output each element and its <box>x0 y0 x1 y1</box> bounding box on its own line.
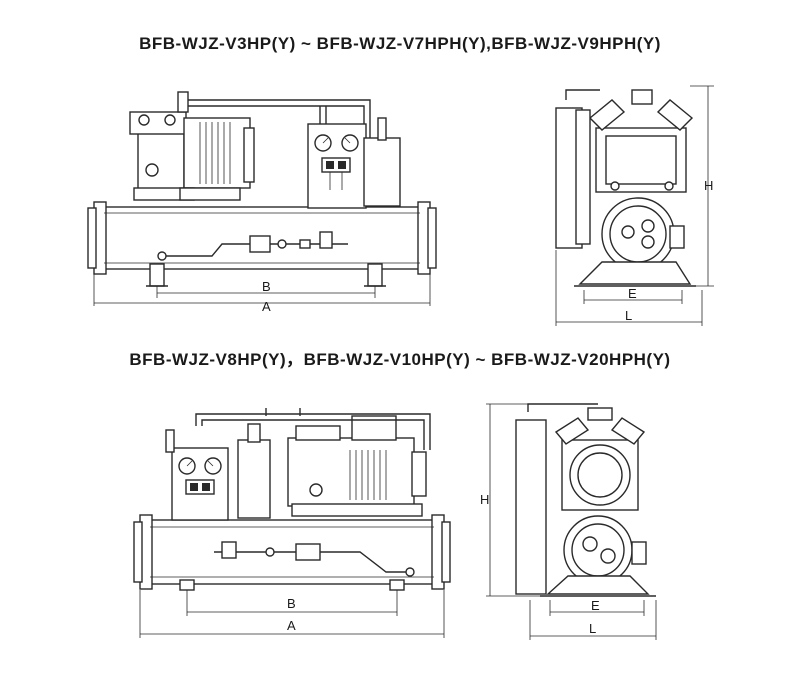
gauge-panel-bottom <box>165 429 229 521</box>
compressor-side-bottom <box>554 407 646 511</box>
title-bottom-models: BFB-WJZ-V8HP(Y)，BFB-WJZ-V10HP(Y) ~ BFB-W… <box>129 350 671 369</box>
dimension-lines-top <box>93 274 431 306</box>
compressor-top <box>129 111 255 201</box>
liquid-line-bottom <box>214 541 415 577</box>
condenser-shell-top <box>87 201 437 275</box>
front-view-bottom: B A <box>133 408 451 638</box>
dim-label-h-bottom: H <box>480 492 489 507</box>
dim-label-e-top: E <box>628 286 637 301</box>
side-view-top: H E L <box>555 85 714 326</box>
dim-label-l-top: L <box>625 308 632 323</box>
dim-label-b-bottom: B <box>287 596 296 611</box>
title-top-models: BFB-WJZ-V3HP(Y) ~ BFB-WJZ-V7HPH(Y),BFB-W… <box>139 34 661 53</box>
condenser-end-top <box>601 197 685 271</box>
receiver-top <box>363 117 401 207</box>
dim-label-a-top: A <box>262 299 271 314</box>
dim-label-h-top: H <box>704 178 713 193</box>
dimension-lines-bottom <box>139 590 445 638</box>
piping-bottom <box>195 408 431 450</box>
liquid-line-top <box>157 231 348 261</box>
compressor-side-top <box>588 89 694 193</box>
base-side-bottom <box>540 575 656 597</box>
side-view-bottom: H E L <box>480 403 657 640</box>
base-side-top <box>574 261 696 287</box>
dim-label-l-bottom: L <box>589 621 596 636</box>
dim-label-e-bottom: E <box>591 598 600 613</box>
dim-label-b-top: B <box>262 279 271 294</box>
dimension-lines-side-top <box>555 85 714 326</box>
gauge-panel-top <box>307 123 367 209</box>
frame-side-bottom <box>515 403 598 595</box>
front-view-top: B A <box>87 91 437 314</box>
dimension-lines-side-bottom <box>486 403 657 640</box>
receiver-bottom <box>237 423 271 519</box>
condenser-end-bottom <box>563 515 647 585</box>
dim-label-a-bottom: A <box>287 618 296 633</box>
frame-side-top <box>555 89 600 249</box>
compressor-bottom <box>287 415 427 517</box>
